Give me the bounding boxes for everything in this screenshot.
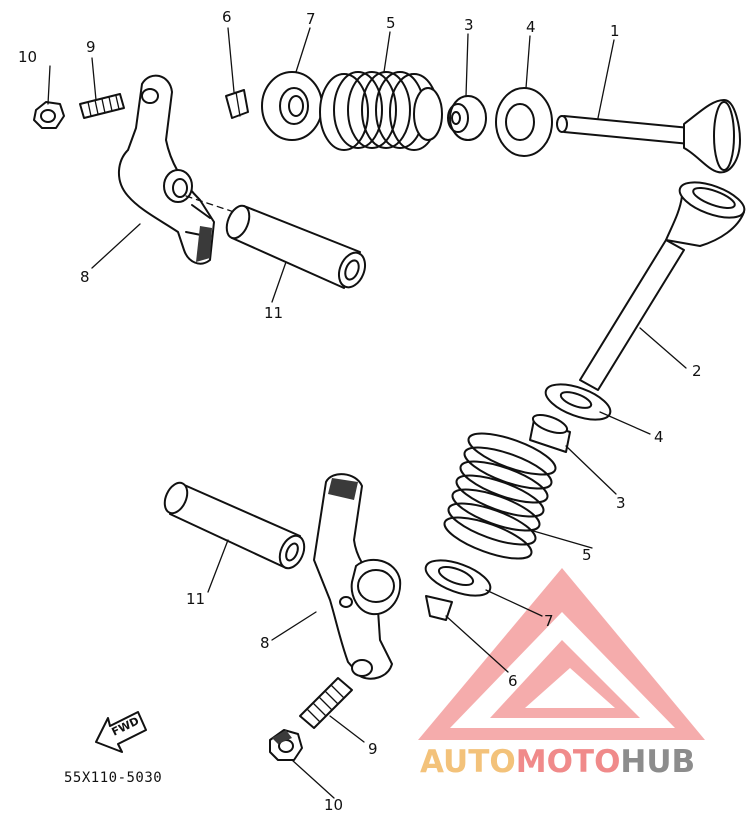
label-1: 1 <box>610 22 620 40</box>
label-7-bottom: 7 <box>544 612 554 630</box>
label-3-top: 3 <box>464 16 474 34</box>
part-code: 55X110-5030 <box>64 770 162 786</box>
part-6-cotter-top <box>225 89 249 119</box>
label-3-bottom: 3 <box>616 494 626 512</box>
label-10-bottom: 10 <box>324 796 343 814</box>
leader-lines <box>47 27 687 799</box>
part-4-seat-lower <box>544 383 612 421</box>
part-7-retainer-lower <box>424 559 492 597</box>
label-6-bottom: 6 <box>508 672 518 690</box>
axis-line-top <box>185 195 241 215</box>
part-10-nut-bottom <box>269 729 303 761</box>
label-8-top: 8 <box>80 268 90 286</box>
watermark-brand: AUTOMOTOHUB <box>420 744 695 780</box>
label-9-bottom: 9 <box>368 740 378 758</box>
part-1-valve-top <box>556 99 741 174</box>
label-8-bottom: 8 <box>260 634 270 652</box>
part-6-cotter-lower <box>425 595 453 621</box>
part-5-spring-top <box>319 71 443 151</box>
part-11-shaft-bottom <box>163 481 306 570</box>
label-11-bottom: 11 <box>186 590 205 608</box>
label-11-top: 11 <box>264 304 283 322</box>
label-6-top: 6 <box>222 8 232 26</box>
part-4-seat-top <box>495 87 553 157</box>
part-8-rocker-arm-bottom <box>313 473 402 680</box>
label-4-bottom: 4 <box>654 428 664 446</box>
part-2-valve-long <box>579 181 746 391</box>
label-5-bottom: 5 <box>582 546 592 564</box>
label-9-top: 9 <box>86 38 96 56</box>
part-9-screw-bottom <box>299 677 353 729</box>
callout-labels: 10 9 6 7 5 3 4 1 8 11 2 4 3 5 7 6 8 11 9… <box>18 8 702 814</box>
label-2: 2 <box>692 362 702 380</box>
part-3-seal-lower <box>529 413 571 453</box>
label-10-top: 10 <box>18 48 37 66</box>
label-4-top: 4 <box>526 18 536 36</box>
label-5-top: 5 <box>386 14 396 32</box>
part-11-shaft-top <box>225 204 367 289</box>
part-7-retainer-top <box>261 71 323 141</box>
watermark-auto: AUTO <box>420 744 516 780</box>
part-5-spring-lower <box>443 432 557 560</box>
part-3-seal-top <box>447 95 487 141</box>
watermark-hub: HUB <box>620 744 695 780</box>
watermark-logo <box>418 568 705 740</box>
part-9-screw-top <box>79 93 125 119</box>
part-10-nut-top <box>33 101 65 129</box>
watermark-moto: MOTO <box>516 744 621 780</box>
label-7-top: 7 <box>306 10 316 28</box>
part-8-rocker-arm-top <box>118 74 215 265</box>
fwd-arrow: FWD <box>95 711 147 753</box>
